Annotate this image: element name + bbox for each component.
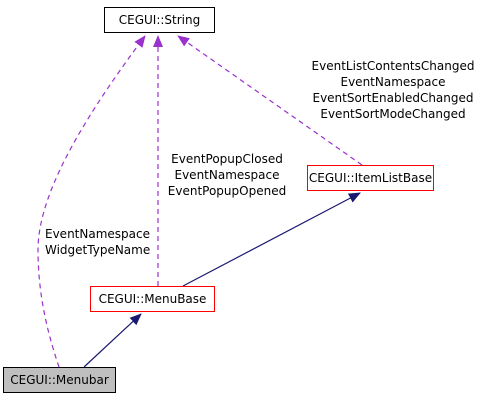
node-menubase[interactable]: CEGUI::MenuBase [90,286,215,312]
edge-label-line: WidgetTypeName [45,243,151,257]
edge-label-line: EventNamespace [340,75,446,89]
edge-label-menubase-string: EventPopupClosed EventNamespace EventPop… [157,151,297,199]
edge-menubar-string [37,35,146,368]
edge-label-line: EventNamespace [45,227,150,241]
edge-label-line: EventNamespace [174,168,280,182]
edge-label-itemlistbase-string: EventListContentsChanged EventNamespace … [300,58,486,122]
edge-label-line: EventListContentsChanged [311,59,475,73]
edge-label-line: EventPopupClosed [171,152,283,166]
node-menubar: CEGUI::Menubar [3,367,116,393]
edge-label-menubar-string: EventNamespace WidgetTypeName [45,226,165,258]
node-string[interactable]: CEGUI::String [104,7,215,33]
edge-label-line: EventPopupOpened [167,184,287,198]
node-itemlistbase[interactable]: CEGUI::ItemListBase [307,165,434,191]
edge-label-line: EventSortEnabledChanged [312,91,474,105]
edge-menubase-itemlistbase [182,192,361,287]
edge-menubar-menubase [83,313,142,368]
edge-itemlistbase-string [177,35,363,166]
edge-label-line: EventSortModeChanged [320,107,466,121]
